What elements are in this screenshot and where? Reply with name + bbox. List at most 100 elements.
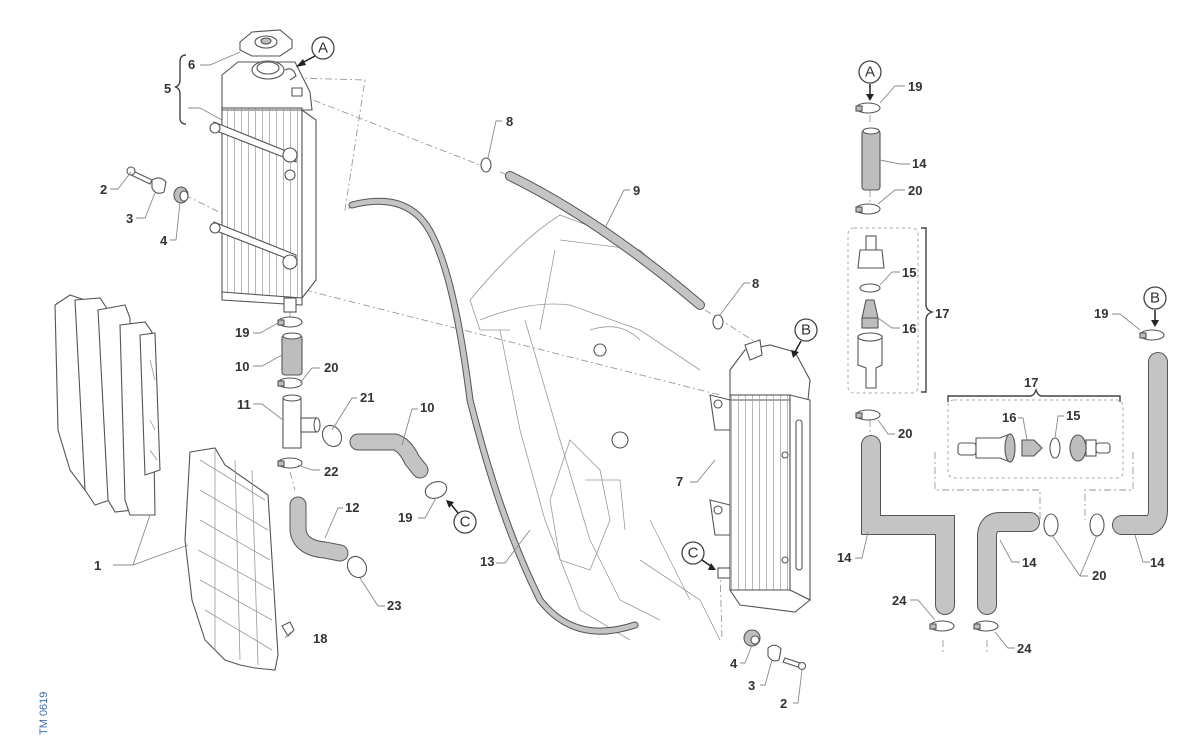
- callout-21: 21: [360, 390, 374, 405]
- callout-22: 22: [324, 464, 338, 479]
- hose-14-right-l: [1112, 352, 1168, 535]
- callout-1: 1: [94, 558, 101, 573]
- radiator-shroud-outer: [54, 294, 161, 516]
- callout-19: 19: [1094, 306, 1108, 321]
- hose-13: [348, 197, 639, 635]
- callout-3: 3: [126, 211, 133, 226]
- callout-18: 18: [313, 631, 327, 646]
- callout-11: 11: [237, 397, 251, 412]
- clamp-8-upper: [480, 157, 492, 173]
- drawing-code: TM 0619: [38, 691, 50, 735]
- thermostat-housing-bottom: [857, 332, 883, 389]
- clamp-19-b: [1139, 329, 1165, 341]
- clamp-19-top: [855, 102, 881, 114]
- callout-7: 7: [676, 474, 683, 489]
- callout-8: 8: [506, 114, 513, 129]
- clamp-24-right: [973, 620, 999, 632]
- svg-text:B: B: [1150, 290, 1160, 307]
- callout-8: 8: [752, 276, 759, 291]
- callout-20: 20: [324, 360, 338, 375]
- left-radiator: [209, 60, 317, 313]
- hose-10-bent: [349, 433, 429, 479]
- hose-9: [505, 171, 705, 310]
- callout-2: 2: [100, 182, 107, 197]
- callout-4: 4: [730, 656, 738, 671]
- callout-17: 17: [935, 306, 949, 321]
- right-mount-hardware: [743, 629, 807, 671]
- callout-3: 3: [748, 678, 755, 693]
- frame-outline: [469, 214, 721, 641]
- assembly-lines: [184, 77, 1134, 655]
- thermostat-box-horizontal: [947, 399, 1124, 479]
- callout-15: 15: [902, 265, 916, 280]
- callout-19: 19: [235, 325, 249, 340]
- o-ring-15-vertical: [859, 283, 881, 293]
- callout-12: 12: [345, 500, 359, 515]
- hose-14-straight: [861, 127, 881, 191]
- ref-marker-c-left: C: [446, 500, 477, 534]
- clamp-20-pair: [1043, 513, 1105, 537]
- tee-fitting-11: [282, 394, 321, 449]
- clamp-20-top: [855, 203, 881, 215]
- clamp-19-c: [424, 481, 448, 499]
- callout-24: 24: [1017, 641, 1032, 656]
- thermostat-horizontal: [957, 433, 1111, 463]
- hose-14-left-z: [861, 435, 955, 615]
- callout-labels: 1 2 3 4 5 6 7 8 8 9 10 10 11 12 13 14 14…: [94, 57, 1165, 711]
- thermostat-housing-top: [857, 235, 885, 269]
- frame-bushing: [593, 343, 607, 357]
- svg-text:C: C: [460, 514, 471, 531]
- callout-2: 2: [780, 696, 787, 711]
- callout-23: 23: [387, 598, 401, 613]
- callout-20: 20: [908, 183, 922, 198]
- svg-text:A: A: [865, 64, 875, 81]
- clamp-19-left: [277, 316, 303, 328]
- callout-19: 19: [398, 510, 412, 525]
- callout-19: 19: [908, 79, 922, 94]
- ref-marker-b-right: B: [1143, 286, 1167, 327]
- svg-text:B: B: [801, 322, 811, 339]
- bracket-17-horizontal: [947, 387, 1121, 402]
- radiator-shroud-inner: [184, 447, 279, 671]
- ref-marker-b-left: B: [791, 318, 818, 358]
- clamp-20-mid: [855, 409, 881, 421]
- hose-12: [289, 496, 349, 562]
- callout-16: 16: [902, 321, 916, 336]
- hose-14-mid-l: [977, 512, 1040, 615]
- callout-14: 14: [1022, 555, 1037, 570]
- callout-16: 16: [1002, 410, 1016, 425]
- callout-13: 13: [480, 554, 494, 569]
- ref-marker-a-left: A: [296, 36, 335, 67]
- callout-5: 5: [164, 81, 171, 96]
- thermostat-box-vertical: [847, 227, 919, 394]
- clamp-24-left: [929, 620, 955, 632]
- ref-marker-a-right: A: [858, 60, 882, 101]
- svg-text:C: C: [688, 545, 699, 562]
- callout-14: 14: [837, 550, 852, 565]
- clip-18: [281, 621, 295, 637]
- clamp-22: [277, 457, 303, 469]
- callout-9: 9: [633, 183, 640, 198]
- clamp-21: [321, 424, 343, 448]
- bracket-17-vertical: [921, 227, 935, 393]
- frame-bushing: [611, 431, 629, 449]
- callout-10: 10: [420, 400, 434, 415]
- hose-10-vertical: [281, 332, 303, 376]
- ref-marker-c-right: C: [681, 541, 716, 570]
- callout-20: 20: [1092, 568, 1106, 583]
- callout-14: 14: [1150, 555, 1165, 570]
- callout-6: 6: [188, 57, 195, 72]
- radiator-cap: [239, 29, 293, 57]
- clamp-8-lower: [712, 314, 724, 330]
- thermostat-16-vertical: [861, 299, 879, 329]
- leader-lines: [110, 51, 1150, 704]
- svg-text:A: A: [318, 40, 328, 57]
- callout-20: 20: [898, 426, 912, 441]
- left-mount-hardware: [126, 166, 189, 204]
- clamp-20-left: [277, 377, 303, 389]
- callout-10: 10: [235, 359, 249, 374]
- right-radiator: [709, 339, 812, 613]
- callout-14: 14: [912, 156, 927, 171]
- callout-15: 15: [1066, 408, 1080, 423]
